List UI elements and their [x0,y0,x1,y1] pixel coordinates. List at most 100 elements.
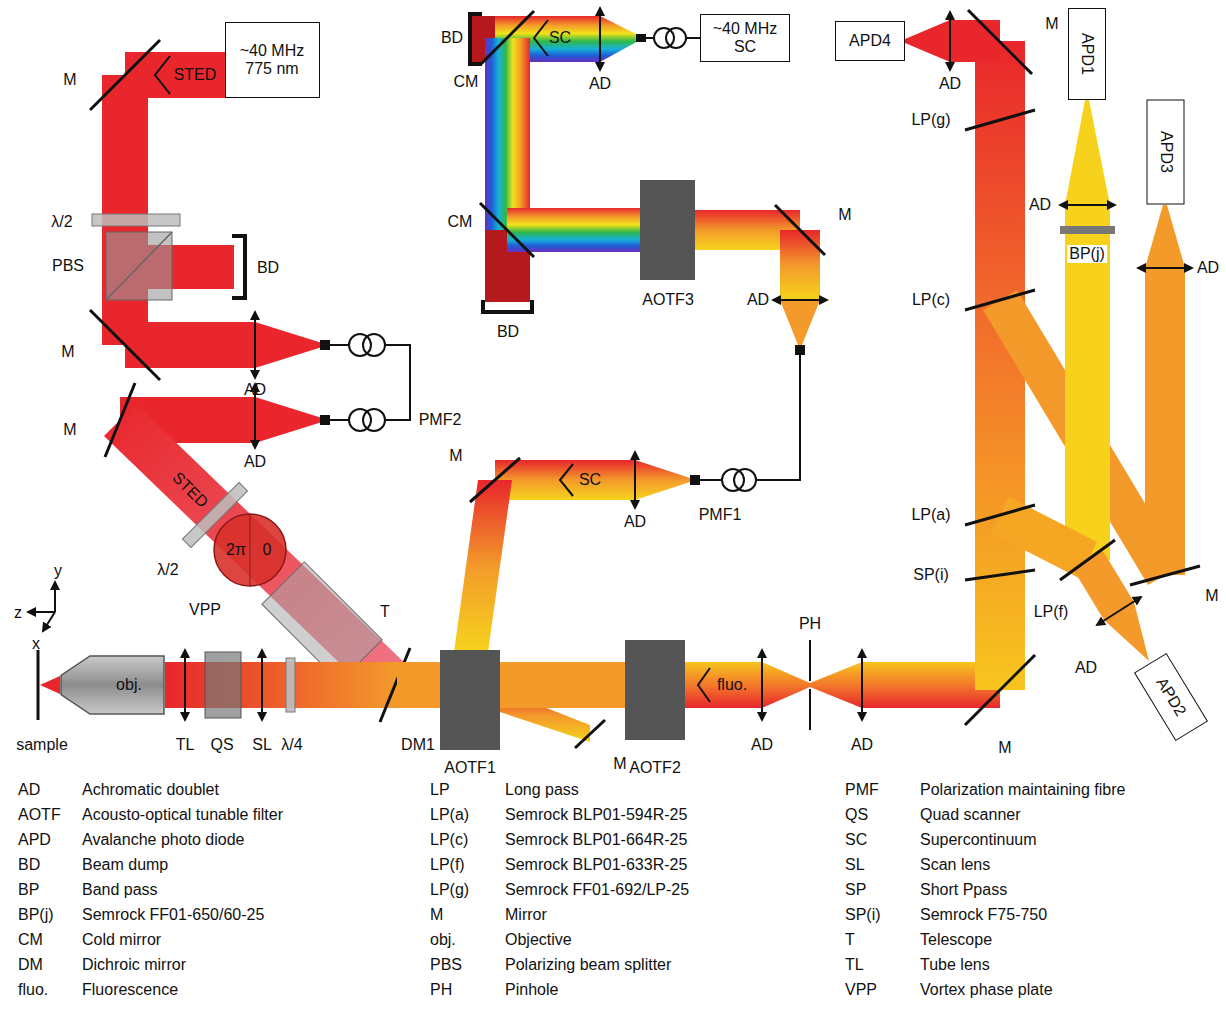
part-label: LP(f) [1034,604,1069,620]
abbreviation: M [430,907,443,923]
part-label: BD [497,324,519,340]
abbreviation: LP(g) [430,882,469,898]
supercontinuum-path [470,14,482,64]
part-label: AD [1075,660,1097,676]
abbreviation-meaning: Semrock FF01-692/LP-25 [505,882,689,898]
detection-path [1145,205,1185,268]
part-label: M [838,207,851,223]
detection-path [1097,597,1141,625]
abbreviation-meaning: Supercontinuum [920,832,1037,848]
supercontinuum-path [773,299,827,301]
detection-path [809,640,811,730]
node-text: ~40 MHz [713,20,777,38]
supercontinuum-path [480,11,534,65]
node-text: APD1 [1078,33,1096,75]
abbreviation: AD [18,782,40,798]
part-label: 0 [263,542,272,558]
abbreviation-meaning: Polarization maintaining fibre [920,782,1125,798]
abbreviation: LP(a) [430,807,469,823]
abbreviation-meaning: Fluorescence [82,982,178,998]
sted-laser-box: ~40 MHz775 nm [225,22,320,98]
supercontinuum-path [775,205,825,255]
abbreviation: LP(f) [430,857,465,873]
abbreviation-meaning: Long pass [505,782,579,798]
sted-beam-path [105,383,135,457]
part-label: BD [257,260,279,276]
abbreviation-meaning: Short Ppass [920,882,1007,898]
supercontinuum-laser-box: ~40 MHzSC [700,14,790,62]
objective-outline [60,655,165,715]
sted-beam-path [349,334,371,356]
abbreviation-meaning: Polarizing beam splitter [505,957,671,973]
sted-beam-path [320,415,330,425]
part-label: LP(a) [911,507,950,523]
supercontinuum-path [599,8,601,70]
part-label: fluo. [717,677,747,693]
supercontinuum-path [795,345,805,355]
sted-beam-path [90,40,411,701]
part-label: AD [624,514,646,530]
supercontinuum-path [454,8,827,748]
part-label: CM [454,74,479,90]
supercontinuum-path [666,28,686,48]
part-label: λ/2 [157,562,178,578]
detection-path [965,290,1035,310]
detection-path [397,662,440,708]
part-label: AD [939,76,961,92]
part-label: BP(j) [1067,245,1107,263]
part-label: AD [1197,260,1219,276]
objective-path [54,582,56,612]
supercontinuum-path [454,480,512,652]
detector-box: APD4 [835,21,905,61]
supercontinuum-path [600,16,640,62]
objective-path [205,652,241,718]
part-label: VPP [189,602,221,618]
detection-path [1104,602,1149,661]
supercontinuum-path [634,452,636,508]
part-label: LP(c) [912,292,950,308]
supercontinuum-path [534,20,548,56]
node-text: obj. [116,676,142,694]
part-label: sample [16,737,68,753]
part-label: z [14,605,22,621]
part-label: AOTF2 [629,760,681,776]
part-label: LP(g) [911,112,950,128]
detector-box: APD1 [1068,8,1106,100]
abbreviation: LP(c) [430,832,468,848]
part-label: M [998,740,1011,756]
abbreviation: VPP [845,982,877,998]
abbreviation-meaning: Pinhole [505,982,558,998]
abbreviation: LP [430,782,450,798]
abbreviation-meaning: Semrock BLP01-664R-25 [505,832,687,848]
part-label: SC [549,30,571,46]
supercontinuum-path [507,208,640,252]
detection-path [1060,204,1115,206]
part-label: AD [747,292,769,308]
part-label: M [63,72,76,88]
part-label: AD [244,382,266,398]
detection-path [1065,205,1110,560]
sted-beam-path [250,514,251,586]
sted-beam-path [363,334,385,356]
supercontinuum-path [654,28,674,48]
abbreviation: fluo. [18,982,48,998]
part-label: CM [448,214,473,230]
objective-lens: obj. [60,655,165,715]
part-label: PMF2 [419,412,462,428]
sted-beam-path [349,409,371,431]
node-text: APD4 [849,32,891,50]
node-text: SC [734,38,756,56]
abbreviation-meaning: Semrock FF01-650/60-25 [82,907,264,923]
part-label: AOTF3 [642,292,694,308]
part-label: DM1 [401,737,435,753]
abbreviation: TL [845,957,864,973]
abbreviation-meaning: Cold mirror [82,932,161,948]
sted-beam-path [254,312,256,378]
abbreviation: SL [845,857,865,873]
part-label: PMF1 [699,507,742,523]
abbreviation-meaning: Semrock F75-750 [920,907,1047,923]
detection-path [698,668,710,702]
part-label: λ/2 [51,214,72,230]
abbreviation: T [845,932,855,948]
sted-beam-path [106,232,172,300]
